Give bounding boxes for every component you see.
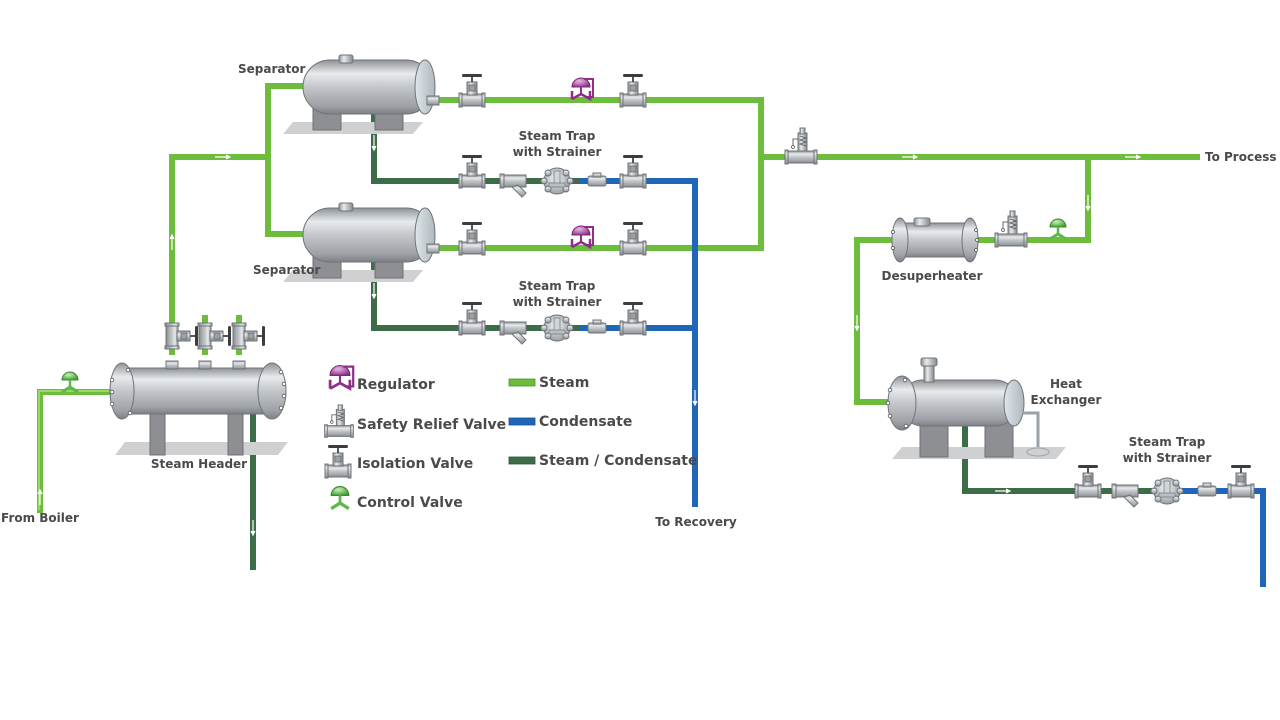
steam-header[interactable] (109, 360, 288, 456)
strainer[interactable] (499, 320, 527, 345)
steam-trap-2-label-line1: Steam Trap (519, 279, 596, 293)
heat-exchanger-label-line2: Exchanger (1031, 393, 1102, 407)
heat-exchanger-label-line1: Heat (1050, 377, 1082, 391)
isolation-valve[interactable] (458, 154, 486, 189)
legend-symbol-label: Safety Relief Valve (357, 417, 506, 433)
safety-relief-valve-icon (324, 404, 354, 438)
isolation-valve-icon (324, 444, 352, 479)
pipe-desuperheater-to-hx (854, 237, 896, 405)
separator-top-label: Separator (238, 62, 305, 76)
pipe-steam-top (432, 97, 764, 251)
isolation-valve[interactable] (619, 154, 647, 189)
isolation-valve[interactable] (458, 301, 486, 336)
pipe-condensate-hx (1170, 488, 1266, 587)
union[interactable] (1197, 482, 1217, 497)
isolation-valve[interactable] (1074, 464, 1102, 499)
union[interactable] (587, 172, 607, 187)
separator-bottom-label: Separator (253, 263, 320, 277)
strainer[interactable] (499, 173, 527, 198)
isolation-valve[interactable] (619, 301, 647, 336)
heat-exchanger[interactable] (885, 357, 1066, 459)
isolation-valve[interactable] (1227, 464, 1255, 499)
legend-symbol-label: Regulator (357, 377, 435, 393)
legend-lines: Steam Condensate Steam / Condensate (508, 375, 697, 469)
to-recovery-label: To Recovery (655, 515, 737, 529)
steam-trap[interactable] (1150, 477, 1184, 505)
isolation-valve[interactable] (458, 221, 486, 256)
separator-top[interactable] (282, 54, 436, 135)
isolation-valve[interactable] (619, 73, 647, 108)
legend-line-label: Condensate (539, 414, 632, 430)
steam-trap[interactable] (540, 314, 574, 342)
legend-symbol-label: Isolation Valve (357, 456, 473, 472)
desuperheater[interactable] (891, 217, 979, 263)
steam-condensate-line-swatch (508, 456, 536, 465)
safety-relief-valve[interactable] (784, 127, 818, 165)
from-boiler-label: From Boiler (1, 511, 79, 525)
steam-trap-3-label-line1: Steam Trap (1129, 435, 1206, 449)
regulator[interactable] (570, 76, 595, 101)
legend: Regulator Safety Relief Valve Isolation … (324, 364, 697, 511)
union[interactable] (587, 319, 607, 334)
legend-line-label: Steam (539, 375, 589, 391)
steam-trap-2-label-line2: with Strainer (513, 295, 602, 309)
steam-trap-3-label-line2: with Strainer (1123, 451, 1212, 465)
strainer[interactable] (1111, 483, 1139, 508)
header-isolation-valves[interactable] (164, 322, 266, 350)
steam-trap[interactable] (540, 167, 574, 195)
to-process-label: To Process (1205, 150, 1277, 164)
pipe-to-desuperheater (972, 154, 1091, 243)
desuperheater-control-valve[interactable] (1048, 217, 1068, 241)
safety-relief-valve[interactable] (994, 210, 1028, 248)
pipe-separator-manifold (265, 83, 308, 237)
isolation-valve[interactable] (619, 221, 647, 256)
legend-symbols: Regulator Safety Relief Valve Isolation … (324, 364, 506, 511)
pipe-from-boiler (37, 389, 113, 513)
steam-trap-1-label-line2: with Strainer (513, 145, 602, 159)
control-valve-icon (329, 484, 351, 511)
isolation-valve[interactable] (458, 73, 486, 108)
legend-symbol-label: Control Valve (357, 495, 463, 511)
pipe-header-riser (169, 154, 271, 355)
legend-line-label: Steam / Condensate (539, 453, 697, 469)
steam-line-swatch (508, 378, 536, 387)
condensate-line-swatch (508, 417, 536, 426)
steam-trap-1-label-line1: Steam Trap (519, 129, 596, 143)
desuperheater-label: Desuperheater (881, 269, 982, 283)
steam-header-label: Steam Header (151, 457, 247, 471)
pipe-hx-drain (962, 420, 1170, 494)
regulator-icon (328, 364, 355, 390)
flow-arrows (37, 135, 1142, 537)
regulator[interactable] (570, 224, 595, 249)
